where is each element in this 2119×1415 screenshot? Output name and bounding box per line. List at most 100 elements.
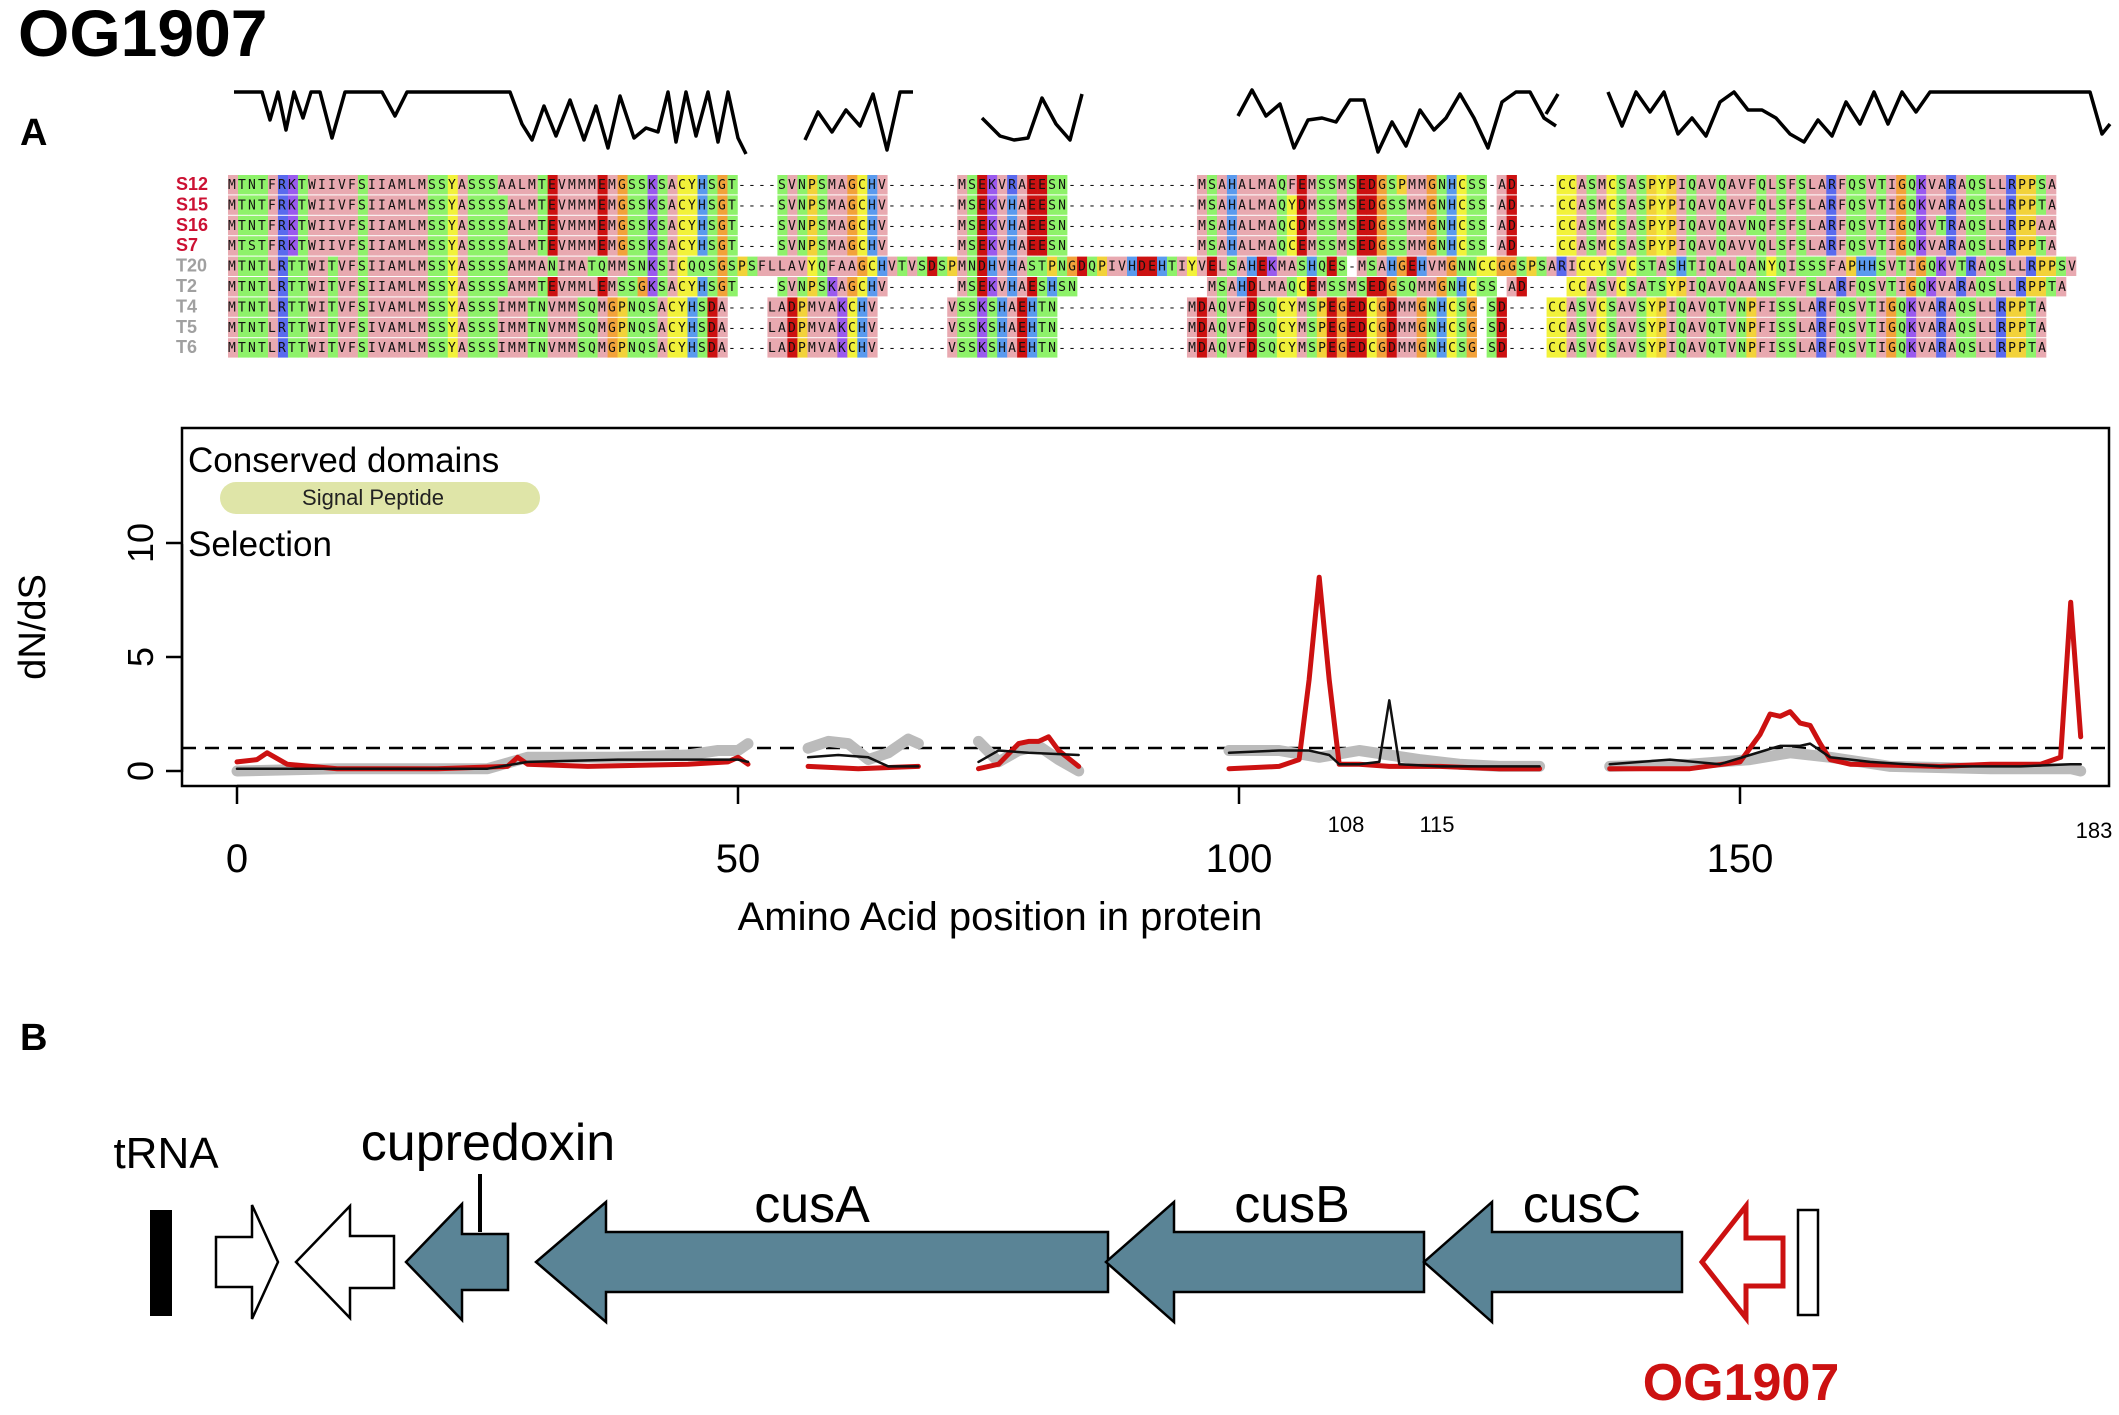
alignment-cell <box>1956 317 1967 338</box>
alignment-cell <box>567 317 578 338</box>
alignment-cell <box>637 215 648 236</box>
alignment-cell <box>1576 215 1587 236</box>
alignment-cell <box>1716 195 1727 215</box>
alignment-cell <box>717 297 728 317</box>
alignment-cell <box>1726 297 1737 317</box>
alignment-cell <box>507 215 518 236</box>
x-axis <box>235 784 1742 804</box>
alignment-cell <box>1706 256 1717 276</box>
alignment-cell <box>1676 175 1687 195</box>
alignment-cell <box>2036 277 2047 297</box>
alignment-cell <box>2006 195 2017 215</box>
alignment-cell <box>1266 317 1278 338</box>
alignment-cell <box>877 215 888 236</box>
alignment-cell <box>1786 175 1797 195</box>
alignment-cell <box>577 236 588 256</box>
alignment-cell <box>1536 256 1547 276</box>
alignment-cell <box>1626 256 1637 276</box>
alignment-cell <box>357 277 369 297</box>
alignment-cell <box>677 175 688 195</box>
alignment-cell <box>1057 236 1068 256</box>
alignment-cell <box>767 297 778 317</box>
alignment-cell <box>1196 256 1208 276</box>
alignment-cell <box>997 297 1008 317</box>
alignment-cell <box>237 236 249 256</box>
alignment-cell <box>1636 175 1647 195</box>
alignment-cell <box>1936 195 1947 215</box>
alignment-cell <box>767 317 778 338</box>
alignment-cell <box>1286 256 1298 276</box>
alignment-cell <box>997 195 1008 215</box>
alignment-cell <box>1236 175 1248 195</box>
alignment-cell <box>1726 195 1737 215</box>
alignment-cell <box>237 256 249 276</box>
alignment-cell <box>617 256 628 276</box>
alignment-cell <box>1416 297 1427 317</box>
alignment-cell <box>837 195 848 215</box>
alignment-cell <box>267 277 279 297</box>
alignment-cell <box>477 236 489 256</box>
alignment-cell <box>497 338 508 358</box>
alignment-cell <box>1886 277 1897 297</box>
alignment-cell <box>667 236 678 256</box>
alignment-cell <box>957 215 968 236</box>
alignment-cell <box>687 338 698 358</box>
x-tick-label: 50 <box>716 837 761 881</box>
alignment-cell <box>1956 256 1967 276</box>
alignment-cell <box>1216 195 1228 215</box>
alignment-cell <box>327 236 339 256</box>
alignment-cell <box>1916 256 1927 276</box>
alignment-sequence: MTNTLRTTWITVFSIVAMLMSSYASSSIMMTNVMMSQMGP… <box>228 341 2046 356</box>
alignment-cell <box>1386 277 1398 297</box>
alignment-cell <box>2006 175 2017 195</box>
alignment-cell <box>437 256 449 276</box>
alignment-cell <box>1356 195 1368 215</box>
alignment-cell <box>597 297 608 317</box>
alignment-cell <box>1017 277 1028 297</box>
alignment-cell <box>1806 236 1817 256</box>
alignment-cell <box>397 215 409 236</box>
alignment-cell <box>437 317 449 338</box>
y-tick-label: 5 <box>120 647 161 667</box>
alignment-cell <box>1007 317 1018 338</box>
alignment-cell <box>927 256 938 276</box>
alignment-cell <box>777 256 788 276</box>
alignment-cell <box>1326 175 1338 195</box>
alignment-cell <box>1586 215 1597 236</box>
alignment-cell <box>857 256 868 276</box>
alignment-cell <box>847 175 858 195</box>
alignment-cell <box>1286 236 1298 256</box>
alignment-cell <box>2026 236 2037 256</box>
alignment-cell <box>1856 195 1867 215</box>
alignment-cell <box>957 297 968 317</box>
alignment-cell <box>1636 317 1647 338</box>
alignment-cell <box>997 256 1008 276</box>
alignment-cell <box>1236 236 1248 256</box>
alignment-cell <box>397 338 409 358</box>
alignment-cell <box>717 338 728 358</box>
alignment-cell <box>1226 317 1238 338</box>
alignment-cell <box>1666 317 1677 338</box>
alignment-cell <box>1067 256 1078 276</box>
alignment-cell <box>847 256 858 276</box>
alignment-cell <box>1276 256 1288 276</box>
alignment-cell <box>1446 256 1457 276</box>
alignment-cell <box>977 277 988 297</box>
conservation-trace-segment <box>1606 90 2112 144</box>
alignment-cell <box>1806 317 1817 338</box>
alignment-cell <box>637 277 648 297</box>
alignment-cell <box>1007 256 1018 276</box>
alignment-cell <box>1097 256 1108 276</box>
alignment-cell <box>257 317 269 338</box>
alignment-cell <box>2006 215 2017 236</box>
alignment-cell <box>1127 256 1138 276</box>
alignment-cell <box>567 215 578 236</box>
alignment-cell <box>347 195 359 215</box>
alignment-cell <box>527 175 538 195</box>
alignment-cell <box>767 338 778 358</box>
alignment-cell <box>1846 236 1857 256</box>
alignment-cell <box>1196 236 1208 256</box>
alignment-cell <box>557 297 568 317</box>
alignment-cell <box>1746 256 1757 276</box>
